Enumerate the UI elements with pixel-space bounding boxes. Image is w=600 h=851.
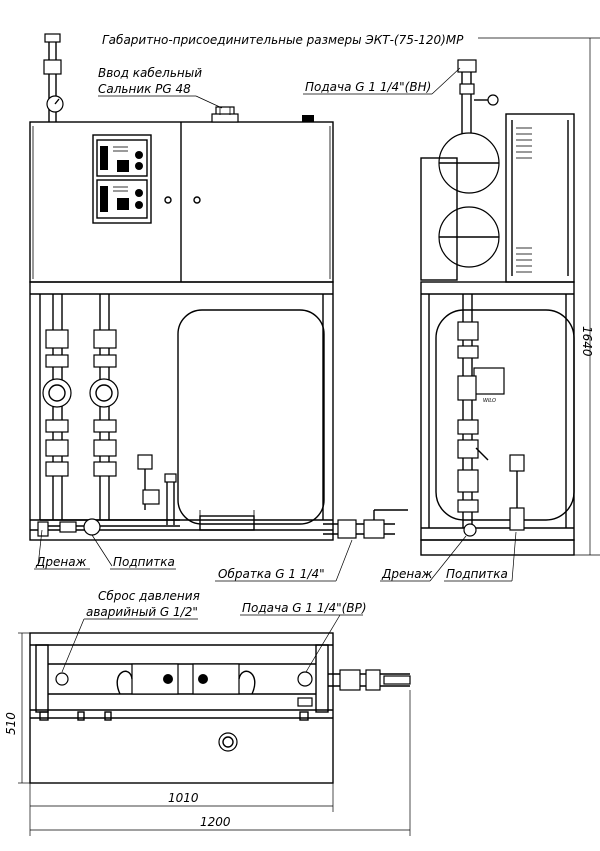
supply-plan-label: Подача G 1 1/4"(ВР) xyxy=(242,601,367,615)
drawing-title: Габаритно-присоединительные размеры ЭКТ-… xyxy=(102,33,464,47)
drain-side-label: Дренаж xyxy=(381,567,433,581)
dimension-depth: 510 xyxy=(4,712,18,735)
front-frame xyxy=(29,281,334,541)
pump-line-right xyxy=(89,294,119,520)
relief-label: Сброс давления xyxy=(98,589,200,603)
circulation-pump-icon xyxy=(42,378,72,408)
front-view: Ввод кабельный Сальник PG 48 Дренаж Подп… xyxy=(29,33,408,582)
relief-label: аварийный G 1/2" xyxy=(86,605,198,619)
plan-frame xyxy=(29,632,334,784)
drain-label: Дренаж xyxy=(35,555,87,569)
pump-line-left xyxy=(42,294,72,520)
relief-valve-icon xyxy=(55,672,69,686)
side-view: WILO 1640 Подача G 1 1/4"(ВН) Дренаж Под… xyxy=(303,37,600,582)
return-outlet xyxy=(323,509,408,539)
dimension-width-total: 1200 xyxy=(200,815,231,829)
cable-entry-label: Ввод кабельный xyxy=(98,66,202,80)
supply-top-label: Подача G 1 1/4"(ВН) xyxy=(305,80,431,94)
control-panel xyxy=(92,134,152,224)
return-label: Обратка G 1 1/4" xyxy=(218,567,325,581)
side-frame xyxy=(420,281,575,541)
expansion-tank xyxy=(177,309,325,525)
dimension-height: 1640 xyxy=(580,326,594,357)
side-pump xyxy=(473,367,505,395)
cable-gland xyxy=(211,106,239,123)
circulation-pump-icon xyxy=(89,378,119,408)
dimension-width-inner: 1010 xyxy=(168,791,199,805)
feed-label: Подпитка xyxy=(113,555,175,569)
feed-side-label: Подпитка xyxy=(446,567,508,581)
side-cabinet xyxy=(505,113,575,283)
wilo-label: WILO xyxy=(483,398,496,404)
drain-plug-icon xyxy=(218,732,238,752)
pressure-gauge-icon xyxy=(83,518,101,536)
cable-entry-label: Сальник PG 48 xyxy=(98,82,191,96)
plan-view: 510 1010 1200 Сброс давления аварийный G… xyxy=(4,589,411,836)
